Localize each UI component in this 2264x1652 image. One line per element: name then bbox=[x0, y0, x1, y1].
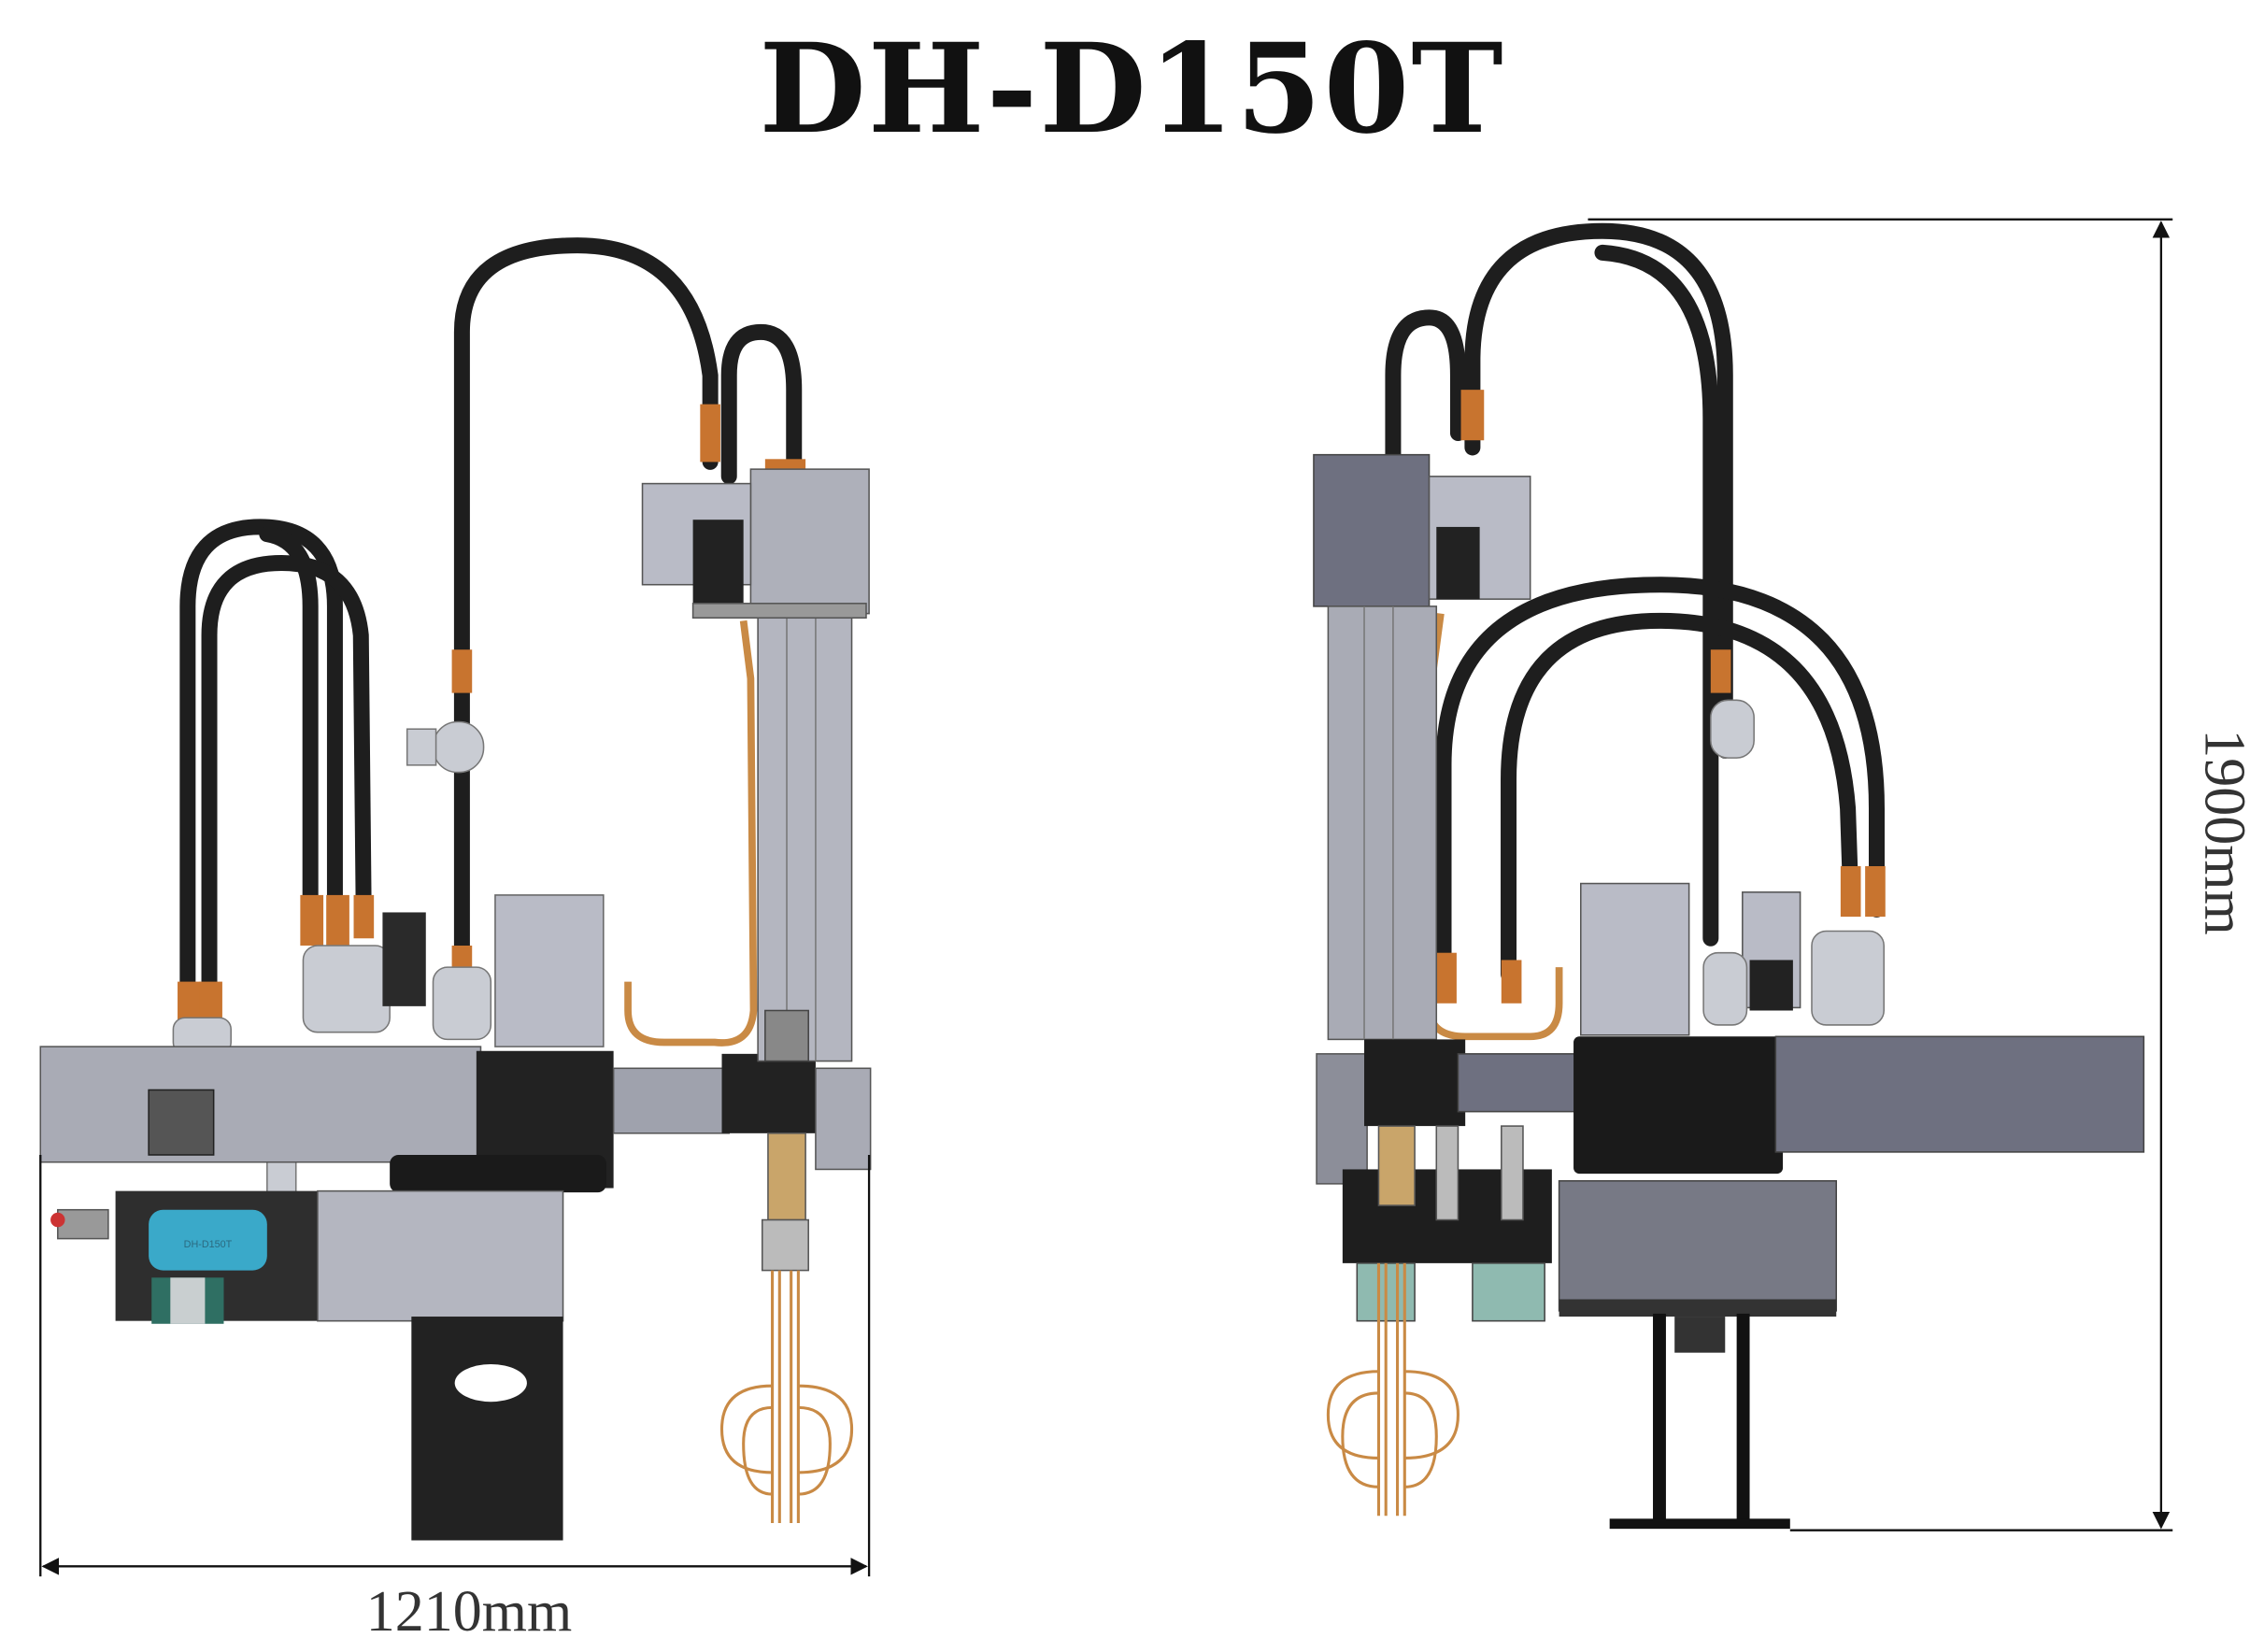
control-box-right bbox=[1580, 882, 1690, 1036]
solenoid-left bbox=[382, 912, 426, 1006]
hoses-left bbox=[179, 237, 803, 1004]
main-beam-left bbox=[39, 1046, 482, 1163]
beam-box bbox=[148, 1089, 215, 1156]
front-view: DH-D150T bbox=[39, 237, 872, 1541]
product-model-title: DH-D150T bbox=[759, 17, 1505, 162]
gripper-fingers-right bbox=[1326, 1262, 1459, 1517]
drive-block-right bbox=[1364, 1039, 1466, 1127]
height-dimension-label: 1900mm bbox=[2192, 729, 2257, 935]
hoses-right bbox=[1385, 222, 1885, 990]
side-view bbox=[1313, 222, 2145, 1530]
nameplate-model: DH-D150T bbox=[184, 1239, 233, 1250]
width-dimension-label: 1210mm bbox=[365, 1580, 573, 1644]
vertical-column-left bbox=[757, 612, 853, 1062]
gripper-fingers-left bbox=[719, 1270, 854, 1523]
main-beam-right bbox=[1774, 1035, 2145, 1153]
vertical-column-right bbox=[1327, 605, 1438, 1041]
column-head-left bbox=[749, 468, 870, 615]
stand-right bbox=[1609, 1313, 1790, 1530]
gearbox-right bbox=[1558, 1180, 1838, 1312]
hose-fittings-right bbox=[1433, 390, 1886, 1004]
dimension-lines bbox=[39, 218, 2173, 1577]
air-tube-left bbox=[624, 620, 758, 1047]
nameplate bbox=[149, 1209, 267, 1271]
control-box-left bbox=[494, 894, 605, 1047]
column-head-right bbox=[1313, 453, 1431, 607]
mounting-plate bbox=[411, 1317, 563, 1541]
